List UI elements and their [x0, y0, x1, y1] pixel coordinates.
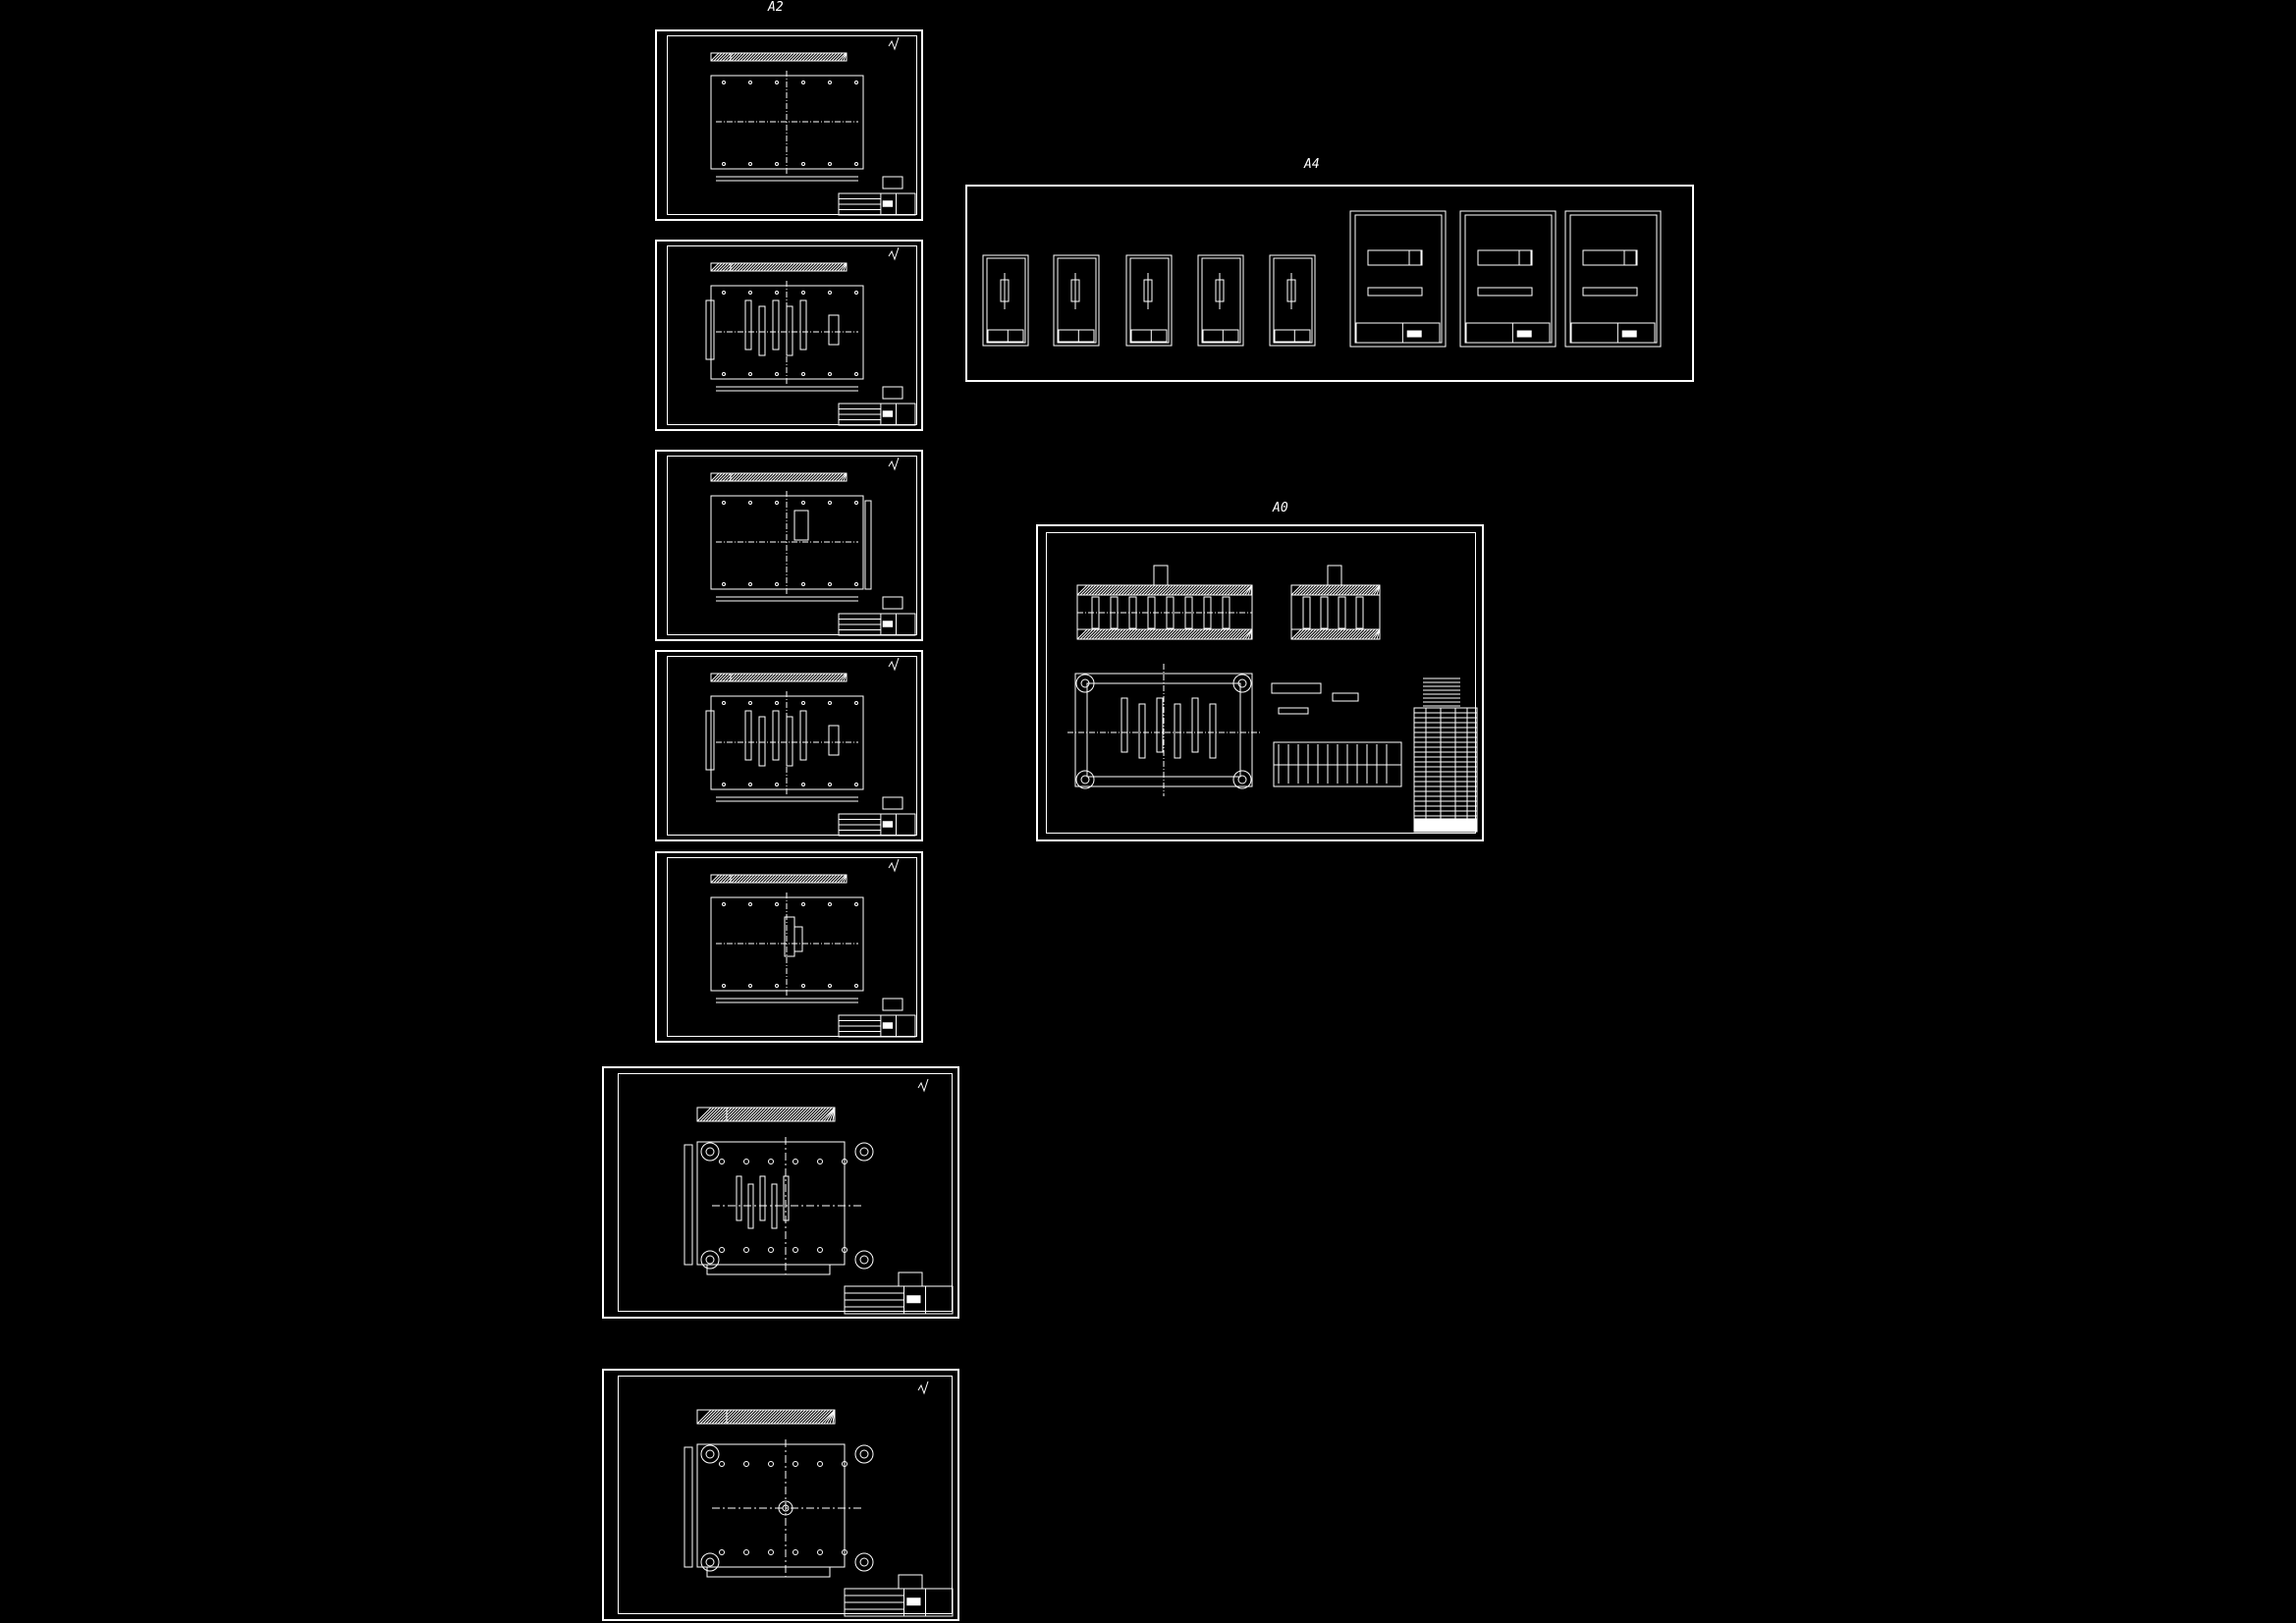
- base-plate-drawing: [604, 1371, 957, 1619]
- plate-drawing: [657, 853, 921, 1041]
- plate-drawing: [657, 31, 921, 219]
- a2-group-label: A2: [768, 0, 784, 15]
- plate-drawing: [657, 242, 921, 429]
- sheet-border: [667, 35, 917, 215]
- plate-drawing: [657, 452, 921, 639]
- sheet-border: [667, 857, 917, 1037]
- sheet-border: [618, 1073, 953, 1312]
- a2-sheet-1[interactable]: [655, 29, 923, 221]
- a4-group-frame: [965, 185, 1694, 382]
- a4-group-label: A4: [1304, 157, 1320, 172]
- a2-sheet-3[interactable]: [655, 450, 923, 641]
- sheet-border: [618, 1376, 953, 1614]
- a0-group-label: A0: [1273, 501, 1288, 515]
- a2-sheet-7[interactable]: [602, 1369, 959, 1621]
- a0-assembly-sheet[interactable]: [1036, 524, 1484, 841]
- base-plate-drawing: [604, 1068, 957, 1317]
- sheet-border: [667, 456, 917, 635]
- a2-sheet-2[interactable]: [655, 240, 923, 431]
- a2-sheet-5[interactable]: [655, 851, 923, 1043]
- a2-sheet-4[interactable]: [655, 650, 923, 841]
- a2-sheet-6[interactable]: [602, 1066, 959, 1319]
- sheet-border: [1046, 532, 1476, 834]
- plate-drawing: [657, 652, 921, 839]
- sheet-border: [667, 656, 917, 836]
- sheet-border: [667, 245, 917, 425]
- a4-sheets-drawing: [967, 187, 1692, 380]
- assembly-drawing: [1038, 526, 1482, 839]
